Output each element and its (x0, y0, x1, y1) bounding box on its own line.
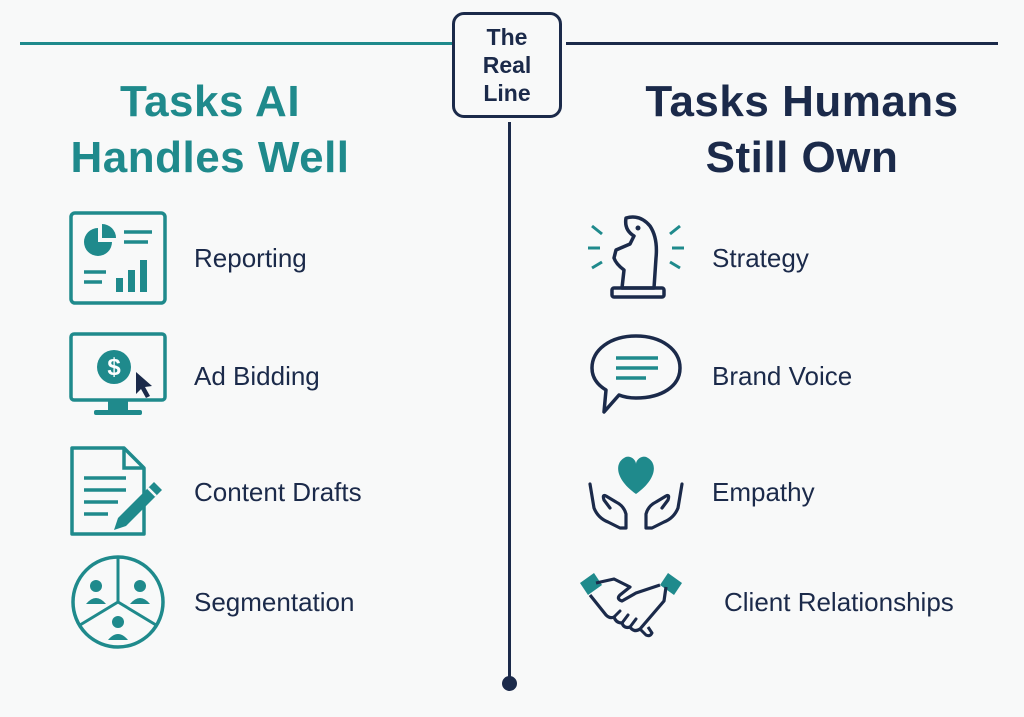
chess-knight-icon (586, 208, 686, 308)
human-tasks-heading: Tasks Humans Still Own (612, 74, 992, 186)
top-divider-right (566, 42, 998, 45)
report-chart-icon (68, 208, 168, 308)
human-task-strategy: Strategy (586, 208, 809, 308)
ai-tasks-heading: Tasks AI Handles Well (20, 74, 400, 186)
ai-task-ad-bidding: $ Ad Bidding (68, 326, 320, 426)
ai-task-reporting: Reporting (68, 208, 307, 308)
human-task-label: Strategy (712, 242, 809, 273)
human-tasks-heading-line-2: Still Own (705, 133, 899, 182)
hands-heart-icon (586, 442, 686, 542)
human-task-label: Empathy (712, 476, 815, 507)
center-divider-endpoint (502, 676, 517, 691)
ai-task-content-drafts: Content Drafts (68, 442, 362, 542)
ai-task-segmentation: Segmentation (68, 552, 354, 652)
ai-task-label: Ad Bidding (194, 360, 320, 391)
human-task-label: Brand Voice (712, 360, 853, 391)
ai-task-label: Content Drafts (194, 476, 362, 507)
top-divider-left (20, 42, 452, 45)
center-label-box: The Real Line (452, 12, 562, 118)
segmented-users-icon (68, 552, 168, 652)
monitor-dollar-icon: $ (68, 326, 168, 426)
center-label-line-3: Line (483, 80, 531, 106)
human-task-label: Client Relationships (724, 586, 954, 617)
center-label-line-2: Real (482, 52, 532, 78)
speech-bubble-icon (586, 326, 686, 426)
ai-tasks-heading-line-2: Handles Well (70, 133, 350, 182)
ai-tasks-heading-line-1: Tasks AI (119, 77, 301, 126)
document-pencil-icon (68, 442, 168, 542)
ai-task-label: Segmentation (194, 586, 355, 617)
center-divider-line (508, 122, 511, 682)
human-task-client-relationships: Client Relationships (576, 552, 954, 652)
handshake-icon (576, 552, 686, 652)
svg-text:$: $ (107, 354, 121, 381)
human-tasks-heading-line-1: Tasks Humans (645, 77, 959, 126)
ai-task-label: Reporting (194, 242, 307, 273)
center-label-line-1: The (486, 24, 528, 50)
human-task-brand-voice: Brand Voice (586, 326, 852, 426)
human-task-empathy: Empathy (586, 442, 815, 542)
